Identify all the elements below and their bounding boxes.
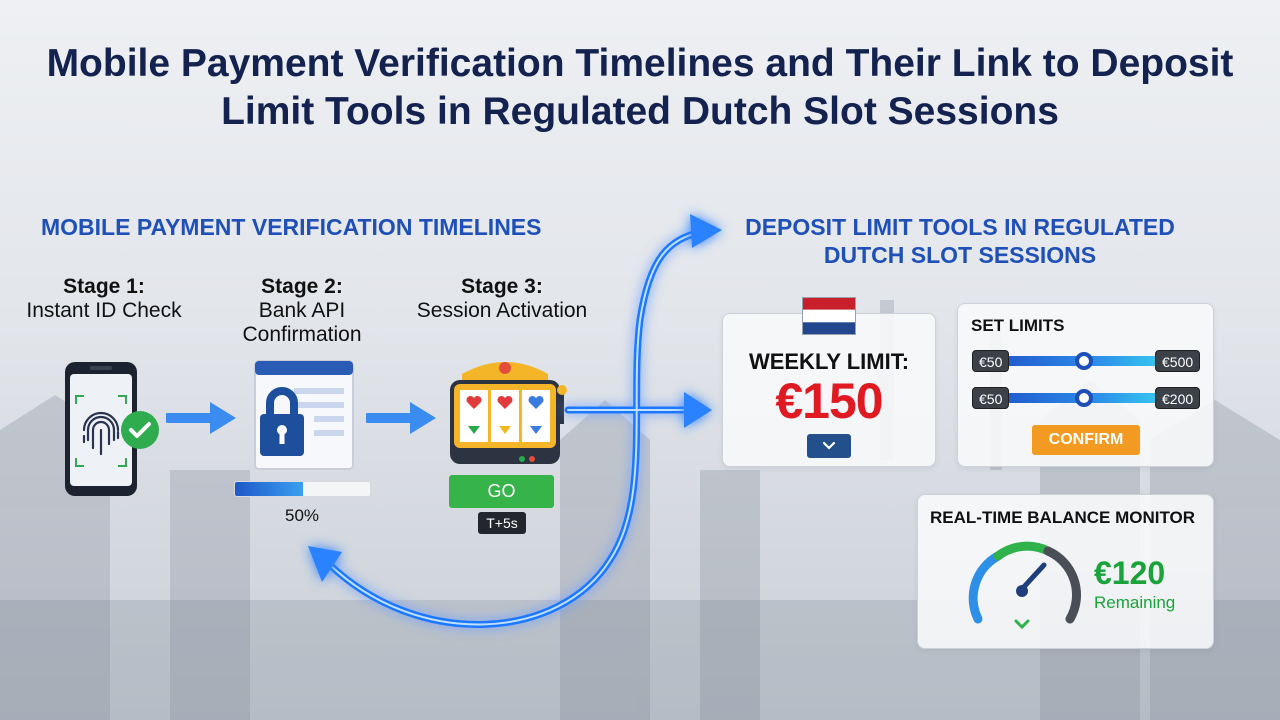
fingerprint-phone-icon xyxy=(65,362,159,496)
stage-3-label: Stage 3:Session Activation xyxy=(416,275,588,322)
weekly-limit-label: WEEKLY LIMIT: xyxy=(748,349,910,374)
stage-2-label: Stage 2:Bank API Confirmation xyxy=(242,275,362,346)
stage-1-label: Stage 1:Instant ID Check xyxy=(26,275,182,322)
bank-lock-icon xyxy=(254,360,354,470)
chevron-down-button[interactable] xyxy=(807,434,851,458)
limit-slider-2-max: €200 xyxy=(1155,387,1201,409)
balance-monitor-card: REAL-TIME BALANCE MONITOR €120 Remaining xyxy=(917,494,1214,649)
deposit-heading: DEPOSIT LIMIT TOOLS IN REGULATED DUTCH S… xyxy=(745,214,1175,268)
limit-slider-2-handle[interactable] xyxy=(1075,389,1093,407)
page-title: Mobile Payment Verification Timelines an… xyxy=(46,42,1234,133)
weekly-limit-value: €150 xyxy=(775,373,883,429)
balance-gauge-icon xyxy=(968,541,1081,630)
balance-monitor-title: REAL-TIME BALANCE MONITOR xyxy=(930,508,1196,527)
timer-badge: T+5s xyxy=(478,512,526,534)
remaining-balance-value: €120 xyxy=(1094,555,1166,591)
arrowhead-deposit xyxy=(684,392,712,428)
go-button[interactable]: GO xyxy=(449,475,554,508)
loop-back-arrow xyxy=(326,228,704,628)
limit-slider-1-handle[interactable] xyxy=(1075,352,1093,370)
flow-arrow-1-icon xyxy=(166,402,236,434)
limit-slider-2-min: €50 xyxy=(972,387,1010,409)
chevron-down-icon xyxy=(822,441,836,450)
confirm-button[interactable]: CONFIRM xyxy=(1032,425,1140,455)
arrowhead-top xyxy=(690,214,722,248)
netherlands-flag-icon xyxy=(802,297,856,335)
set-limits-title: SET LIMITS xyxy=(971,316,1065,335)
limit-slider-1-max: €500 xyxy=(1155,350,1201,372)
bank-progress-label: 50% xyxy=(284,506,320,525)
weekly-limit-card: WEEKLY LIMIT: €150 xyxy=(722,313,936,467)
bank-progress-fill xyxy=(235,482,303,496)
verification-heading: MOBILE PAYMENT VERIFICATION TIMELINES xyxy=(41,214,542,240)
set-limits-card: SET LIMITS €50 €500 €50 €200 CONFIRM xyxy=(957,303,1214,467)
flow-arrow-2-icon xyxy=(366,402,436,434)
arrowhead-loop xyxy=(308,546,342,582)
bank-progress-bar xyxy=(234,481,371,497)
slot-machine-icon xyxy=(450,362,567,464)
remaining-balance-label: Remaining xyxy=(1094,593,1176,612)
limit-slider-1-min: €50 xyxy=(972,350,1010,372)
